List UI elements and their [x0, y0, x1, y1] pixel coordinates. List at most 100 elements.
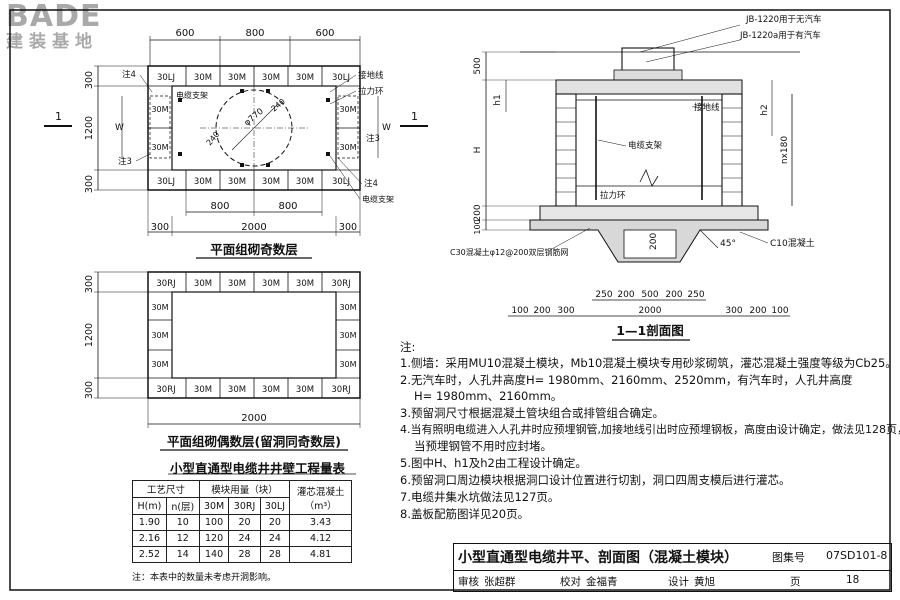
cover-label-b: JB-1220a用于有汽车 [739, 30, 821, 41]
odd-bottom-block-6: 30LJ [332, 177, 350, 187]
logo-brand: BADE [6, 0, 102, 34]
even-top-block-5: 30M [296, 279, 314, 289]
plan-odd-title: 平面组砌奇数层 [210, 242, 298, 257]
header-module-usage: 模块用量（块） [198, 480, 291, 498]
odd-angle-b: 240 [270, 97, 287, 114]
section-bottom-inner-5: 250 [687, 290, 704, 300]
section-cable-bracket: 电缆支架 [628, 140, 663, 151]
cell: 24 [228, 530, 261, 547]
top-dim-1: 600 [175, 28, 194, 39]
odd-outer-dim-1: 300 [151, 222, 169, 233]
cell: 12 [165, 530, 200, 547]
odd-left-dim-3: 300 [84, 175, 95, 193]
review-label: 审核 [458, 576, 479, 588]
odd-left-dim-2: 1200 [84, 116, 95, 140]
note-3: 3.预留洞尺寸根据混凝土管块组合或排管组合确定。 [400, 406, 664, 420]
odd-note3-left: 注3 [118, 156, 132, 167]
table-subheader-row: H(m) n(层) 30M 30RJ 30LJ [132, 497, 352, 515]
note-2: 2.无汽车时，人孔井高度H= 1980mm、2160mm、2520mm，有汽车时… [400, 373, 853, 387]
sump-depth: 200 [649, 233, 659, 250]
cell: 24 [259, 530, 291, 547]
odd-bottom-dim-2: 800 [278, 201, 297, 212]
even-top-block-2: 30M [194, 279, 212, 289]
section-c10-label: C10混凝土 [770, 237, 815, 249]
top-dim-3: 600 [315, 28, 334, 39]
odd-right-block-2: 30M [339, 143, 356, 152]
cover-label-a: JB-1220用于无汽车 [745, 14, 822, 25]
cell: 4.81 [289, 546, 352, 563]
odd-bottom-block-3: 30M [228, 177, 246, 187]
section-bottom-outer-5: 300 [725, 306, 742, 316]
even-top-block-3: 30M [228, 279, 246, 289]
even-right-block-3: 30M [339, 360, 356, 369]
header-concrete-unit: （m³） [304, 500, 337, 512]
odd-bottom-block-4: 30M [262, 177, 280, 187]
atlas-label: 图集号 [772, 551, 805, 564]
odd-bottom-block-5: 30M [296, 177, 314, 187]
note-6: 6.预留洞口周边模块根据洞口设计位置进行切割，洞口四周支模后进行灌芯。 [400, 473, 791, 487]
check-label: 校对 [560, 576, 581, 588]
section-mark-left: 1 [55, 110, 62, 123]
quantity-table-footnote: 注：本表中的数量未考虑开洞影响。 [132, 573, 277, 583]
col-n: n(层) [165, 497, 200, 515]
table-row: 2.16 12 120 24 24 4.12 [132, 530, 352, 547]
even-bottom-block-3: 30M [228, 385, 246, 395]
section-dim-nx180: nx180 [780, 136, 790, 164]
bade-logo: BADE 建装基地 [6, 0, 136, 53]
top-dim-2: 800 [245, 28, 264, 39]
section-pull-ring: 拉力环 [600, 190, 626, 201]
odd-left-block-1: 30M [151, 105, 168, 114]
section-angle: 45° [720, 239, 736, 249]
sheet-frame [9, 9, 891, 591]
odd-cable-bracket-label: 电缆支架 [176, 90, 208, 100]
section-mark-right: 1 [411, 110, 418, 123]
odd-left-block-2: 30M [151, 143, 168, 152]
cell: 3.43 [289, 514, 352, 531]
odd-left-dim-1: 300 [84, 71, 95, 89]
cell: 20 [228, 514, 261, 531]
section-1-1: JB-1220用于无汽车 JB-1220a用于有汽车 [450, 14, 822, 341]
odd-note4-bottom: 注4 [364, 178, 378, 189]
cell: 28 [228, 546, 261, 563]
odd-top-block-1: 30LJ [157, 73, 175, 83]
notes-heading: 注: [400, 340, 416, 354]
cell: 120 [198, 530, 230, 547]
section-bottom-outer-4: 2000 [639, 306, 662, 316]
table-row: 2.52 14 140 28 28 4.81 [132, 546, 352, 563]
odd-right-block-1: 30M [339, 105, 356, 114]
signature-row: 审核 张超群 校对 金福青 设计 黄旭 页 18 [454, 570, 891, 591]
section-dim-H: H [473, 147, 483, 154]
section-bottom-outer-1: 100 [511, 306, 528, 316]
even-left-dim-2: 1200 [84, 323, 95, 347]
odd-outer-dim-2: 2000 [241, 222, 266, 233]
even-bottom-block-2: 30M [194, 385, 212, 395]
even-bottom-block-6: 30RJ [331, 385, 350, 395]
even-left-dim-3: 300 [84, 381, 95, 399]
even-top-block-6: 30RJ [331, 279, 350, 289]
even-bottom-block-4: 30M [262, 385, 280, 395]
odd-w-right: W [382, 123, 391, 133]
odd-note3-right: 注3 [366, 133, 380, 144]
section-bottom-outer-7: 100 [771, 306, 788, 316]
odd-top-block-6: 30LJ [332, 73, 350, 83]
checker-name: 金福青 [586, 576, 618, 588]
drawing-title: 小型直通型电缆井平、剖面图（混凝土模块） [458, 550, 738, 566]
odd-top-block-3: 30M [228, 73, 246, 83]
col-h: H(m) [132, 497, 167, 515]
even-bottom-dim: 2000 [241, 413, 266, 424]
section-dim-h2: h2 [760, 104, 770, 115]
even-right-block-2: 30M [339, 331, 356, 340]
plan-odd-layer: 600 800 600 30LJ 30M 30M 30M 30M 30LJ 30… [44, 28, 428, 259]
col-30lj: 30LJ [259, 497, 291, 515]
section-bottom-outer-3: 300 [557, 306, 574, 316]
note-2-cont: H= 1980mm、2160mm。 [414, 389, 563, 403]
title-block: 小型直通型电缆井平、剖面图（混凝土模块） 图集号 07SD101-8 审核 张超… [453, 543, 892, 592]
even-right-block-1: 30M [339, 303, 356, 312]
odd-pull-ring-label: 拉力环 [358, 86, 384, 97]
cell: 100 [198, 514, 230, 531]
even-top-block-1: 30RJ [156, 279, 175, 289]
cell: 2.52 [132, 546, 167, 563]
table-header-row: 工艺尺寸 模块用量（块） 灌芯混凝土 （m³） [132, 480, 352, 515]
note-7: 7.电缆井集水坑做法见127页。 [400, 490, 560, 504]
